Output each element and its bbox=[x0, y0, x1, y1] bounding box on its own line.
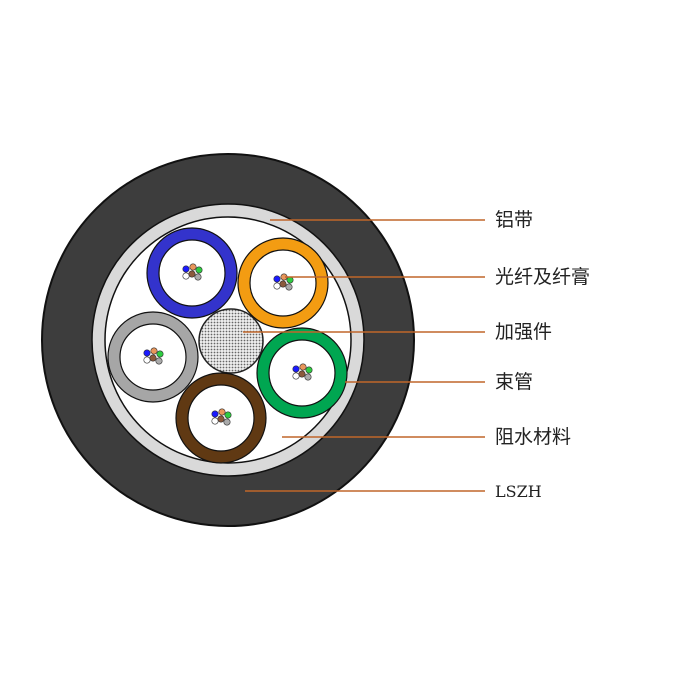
strength-member bbox=[198, 308, 264, 374]
label-strength-member: 加强件 bbox=[495, 321, 553, 343]
label-fiber-and-gel: 光纤及纤膏 bbox=[495, 266, 591, 288]
loose-tube-green bbox=[256, 327, 348, 419]
leader-lines bbox=[243, 219, 485, 492]
label-loose-tube: 束管 bbox=[495, 371, 534, 393]
label-aluminum-tape: 铝带 bbox=[495, 209, 534, 231]
loose-tube-blue bbox=[146, 227, 238, 319]
label-sheath: LSZH bbox=[495, 482, 542, 501]
loose-tube-gray bbox=[107, 311, 199, 403]
loose-tube-brown bbox=[175, 372, 267, 464]
loose-tube-orange bbox=[237, 237, 329, 329]
label-water-blocking: 阻水材料 bbox=[495, 426, 572, 448]
